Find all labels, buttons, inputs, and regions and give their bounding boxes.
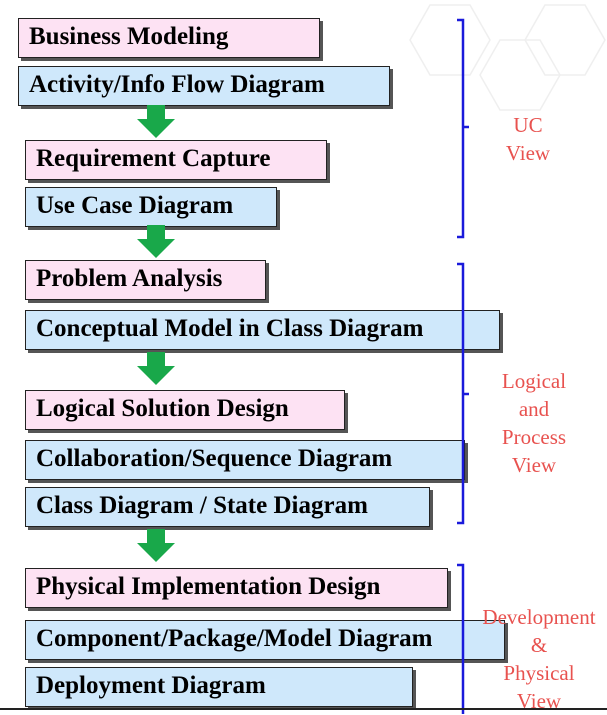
artifact-box-collaboration-sequence-diagram: Collaboration/Sequence Diagram bbox=[25, 440, 465, 480]
phase-box-logical-solution-design: Logical Solution Design bbox=[25, 390, 345, 430]
view-label-line: View bbox=[511, 453, 557, 477]
view-label-development-physical: Development & Physical View bbox=[474, 603, 604, 715]
uc-view-brace bbox=[457, 18, 469, 239]
artifact-box-use-case-diagram: Use Case Diagram bbox=[25, 187, 277, 227]
bottom-divider bbox=[0, 708, 607, 710]
view-label-uc: UC View bbox=[500, 111, 556, 167]
artifact-box-class-state-diagram: Class Diagram / State Diagram bbox=[25, 487, 430, 527]
down-arrow-icon bbox=[137, 529, 175, 562]
down-arrow-icon bbox=[137, 225, 175, 258]
artifact-box-component-package-model-diagram: Component/Package/Model Diagram bbox=[25, 620, 505, 660]
view-label-line: and bbox=[518, 397, 550, 421]
artifact-box-conceptual-model: Conceptual Model in Class Diagram bbox=[25, 310, 500, 350]
artifact-box-activity-info-flow-diagram: Activity/Info Flow Diagram bbox=[18, 66, 390, 106]
view-label-line: View bbox=[516, 689, 562, 713]
phase-box-physical-implementation-design: Physical Implementation Design bbox=[25, 568, 448, 608]
view-label-line: UC bbox=[513, 113, 543, 137]
phase-box-problem-analysis: Problem Analysis bbox=[25, 260, 266, 300]
phase-box-requirement-capture: Requirement Capture bbox=[25, 140, 327, 180]
view-label-line: Physical bbox=[503, 661, 575, 685]
view-label-line: Development bbox=[482, 605, 596, 629]
view-label-line: Process bbox=[501, 425, 567, 449]
logical-view-brace bbox=[457, 262, 469, 525]
physical-view-brace bbox=[457, 563, 465, 714]
view-label-line: Logical bbox=[501, 369, 567, 393]
view-label-logical-process: Logical and Process View bbox=[494, 367, 574, 479]
view-label-line: View bbox=[505, 141, 551, 165]
view-label-line: & bbox=[530, 633, 548, 657]
artifact-box-deployment-diagram: Deployment Diagram bbox=[25, 667, 413, 707]
down-arrow-icon bbox=[137, 352, 175, 385]
down-arrow-icon bbox=[137, 105, 175, 138]
phase-box-business-modeling: Business Modeling bbox=[18, 18, 320, 58]
